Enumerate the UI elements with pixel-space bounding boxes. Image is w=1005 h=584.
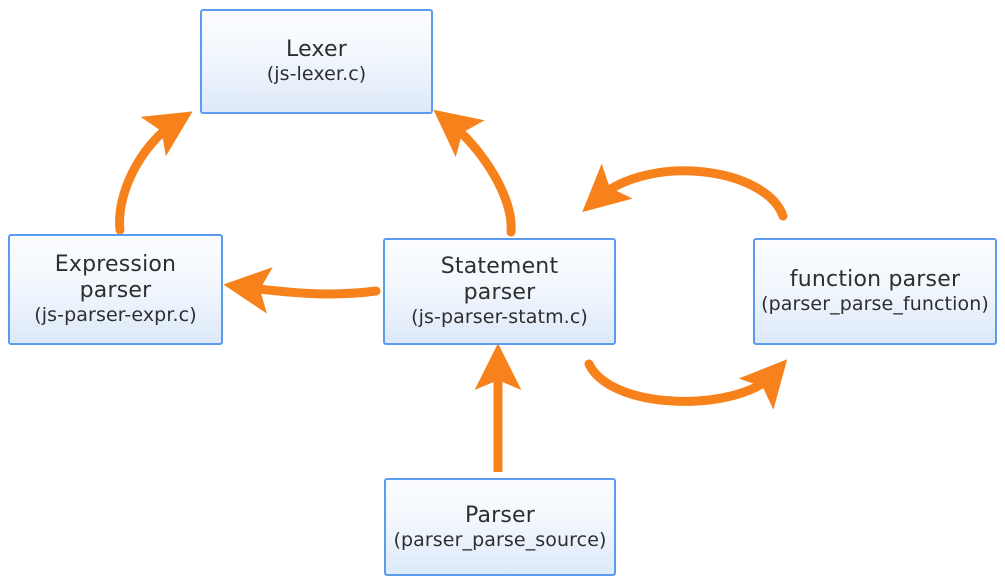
edge-expression-to-lexer	[115, 111, 193, 235]
node-parser[interactable]: Parser (parser_parse_source)	[384, 478, 616, 576]
node-function-parser-subtitle: (parser_parse_function)	[761, 293, 989, 316]
node-lexer-subtitle: (js-lexer.c)	[266, 63, 367, 86]
node-function-parser[interactable]: function parser (parser_parse_function)	[753, 238, 997, 345]
edge-statement-to-lexer	[433, 109, 516, 237]
node-statement-parser-subtitle: (js-parser-statm.c)	[411, 306, 588, 329]
node-lexer-title: Lexer	[286, 37, 347, 63]
node-statement-parser-title-line2: parser	[463, 280, 536, 306]
edge-function-to-statement	[582, 163, 788, 221]
node-statement-parser[interactable]: Statement parser (js-parser-statm.c)	[383, 238, 616, 345]
node-statement-parser-title-line1: Statement	[440, 254, 559, 280]
edge-statement-to-function	[584, 359, 788, 410]
node-expression-parser[interactable]: Expression parser (js-parser-expr.c)	[8, 234, 223, 345]
node-expression-parser-title-line1: Expression	[54, 252, 177, 278]
node-expression-parser-subtitle: (js-parser-expr.c)	[34, 304, 197, 327]
edge-statement-to-expression	[223, 267, 381, 314]
node-parser-subtitle: (parser_parse_source)	[393, 528, 607, 551]
node-expression-parser-title-line2: parser	[79, 278, 152, 304]
node-function-parser-title: function parser	[789, 267, 961, 293]
node-parser-title: Parser	[464, 502, 536, 528]
node-lexer[interactable]: Lexer (js-lexer.c)	[200, 9, 433, 114]
